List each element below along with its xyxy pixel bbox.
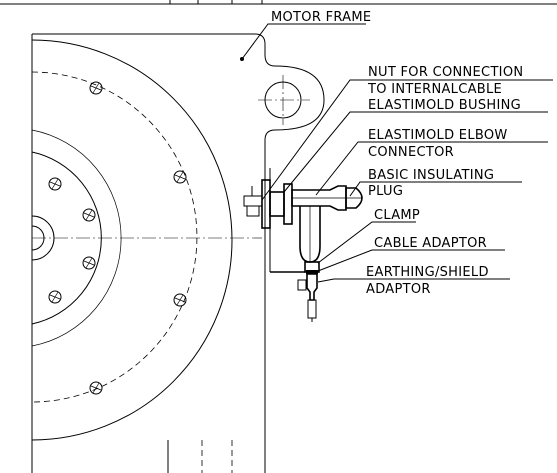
- label-motor-frame: MOTOR FRAME: [271, 10, 371, 25]
- label-plug-line1: BASIC INSULATING: [368, 168, 494, 183]
- motor-frame-outline: [31, 33, 325, 473]
- label-clamp: CLAMP: [374, 208, 420, 223]
- label-nut-line1: NUT FOR CONNECTION: [368, 65, 523, 80]
- label-earthing-line1: EARTHING/SHIELD: [366, 265, 489, 280]
- label-plug-line2: PLUG: [368, 184, 403, 199]
- motor-flange: [31, 39, 233, 473]
- label-elbow-line2: CONNECTOR: [368, 145, 454, 160]
- label-bushing: ELASTIMOLD BUSHING: [368, 98, 521, 113]
- label-elbow-line1: ELASTIMOLD ELBOW: [368, 128, 508, 143]
- leader-lines: [241, 23, 553, 283]
- label-nut-line2: TO INTERNALCABLE: [367, 82, 502, 97]
- labels: MOTOR FRAME NUT FOR CONNECTION TO INTERN…: [271, 10, 523, 297]
- frame-border: [0, 0, 557, 5]
- connection-assembly: [243, 168, 363, 322]
- label-earthing-line2: ADAPTOR: [366, 282, 431, 297]
- bolt-holes: [48, 81, 187, 395]
- label-cable-adaptor: CABLE ADAPTOR: [374, 236, 487, 251]
